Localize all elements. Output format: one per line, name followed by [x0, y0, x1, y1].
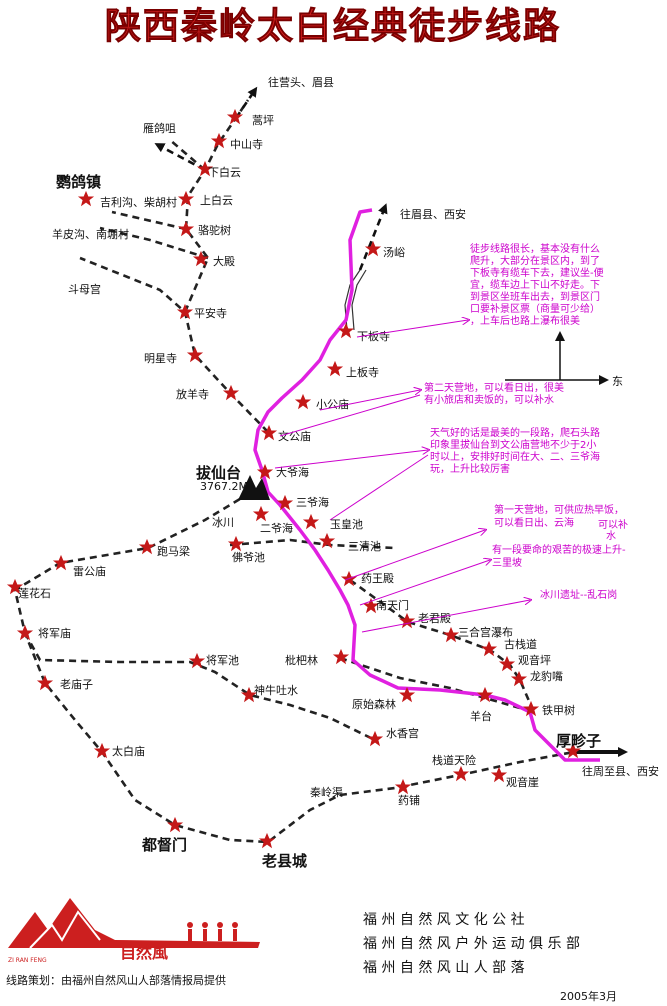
label-sanqingchi: 三清池 [348, 540, 381, 553]
label-luotuoshu: 骆驼树 [198, 223, 231, 237]
label-shenniu: 神牛吐水 [254, 683, 298, 697]
label-dadian: 大殿 [213, 254, 235, 268]
label-zhandao: 栈道天险 [432, 753, 476, 767]
organisations: 福 州 自 然 风 文 化 公 社 福 州 自 然 风 户 外 运 动 俱 乐 … [363, 911, 580, 976]
logo-pinyin: ZI RAN FENG [8, 957, 47, 964]
logo-name: 自然風 [120, 943, 168, 962]
annotations: 徒步线路很长，基本没有什么 爬升，大部分在景区内，到了 下板寺有缆车下去，建议坐… [424, 242, 631, 601]
org-line-2: 福 州 自 然 风 户 外 运 动 俱 乐 部 [363, 935, 580, 952]
logo-mountain-icon [8, 898, 260, 948]
label-xiaogongmiao: 小公庙 [316, 397, 349, 411]
note-6: 冰川遗址--乱石岗 [540, 588, 617, 601]
note-1: 徒步线路很长，基本没有什么 爬升，大部分在景区内，到了 下板寺有缆车下去，建议坐… [470, 242, 607, 327]
label-jiligou: 吉利沟、柴胡村 [100, 195, 177, 209]
label-gaoping: 蒿坪 [252, 114, 274, 127]
label-shangbansi: 上板寺 [346, 365, 379, 379]
label-leigongmiao: 雷公庙 [73, 564, 106, 578]
label-guanyinya: 观音崖 [506, 775, 539, 789]
label-laoxiancheng: 老县城 [261, 852, 307, 870]
hikers-icon [187, 922, 238, 941]
label-yaowangdian: 药王殿 [361, 572, 394, 585]
label-mingxingsi: 明星寺 [144, 352, 177, 365]
credit-text: 线路策划：由福州自然风山人部落情报局提供 [6, 973, 226, 987]
label-qinlingqu: 秦岭渠 [310, 785, 343, 799]
label-dayehai: 大爷海 [276, 465, 309, 479]
label-paomaliang: 跑马梁 [157, 544, 190, 558]
note-5: 有一段要命的艰苦的极速上升- 三里坡 [492, 543, 629, 569]
org-line-1: 福 州 自 然 风 文 化 公 社 [363, 911, 525, 928]
label-pipalin: 枇杷林 [285, 653, 318, 667]
label-zhongshansi: 中山寺 [230, 138, 263, 151]
label-guanyinping: 观音坪 [518, 653, 551, 667]
note-4b: 可以补 水 [598, 518, 631, 542]
label-dudumen: 都督门 [141, 836, 187, 854]
label-tiejiacun: 铁甲树 [542, 703, 575, 717]
label-sanhegong: 三合宫瀑布 [458, 625, 513, 639]
label-tangyu: 汤峪 [383, 245, 405, 259]
label-eryehai: 二爷海 [260, 521, 293, 535]
label-yingtou: 往营头、眉县 [268, 75, 334, 89]
label-zhouzhi: 往周至县、西安 [582, 764, 659, 778]
label-jiangjunchi: 将军池 [206, 654, 239, 667]
map-title: 陕西秦岭太白经典徒步线路 [105, 6, 561, 47]
note-pointers [274, 320, 530, 633]
date-text: 2005年3月 [560, 989, 617, 1003]
label-fangyangsi: 放羊寺 [176, 387, 209, 401]
label-elevation: 3767.2M [200, 480, 248, 493]
label-xiabaiyun: 下白云 [208, 165, 241, 179]
note-4: 第一天营地，可供应热早饭， 可以看日出、云海 [494, 503, 627, 529]
label-lianhuashi: 莲花石 [18, 587, 51, 600]
label-xiabansi: 下板寺 [357, 329, 390, 343]
arrow-meixian [358, 203, 388, 271]
label-foyechi: 佛爷池 [232, 550, 265, 564]
label-yuanshisenlin: 原始森林 [352, 697, 396, 711]
main-route [253, 208, 600, 762]
label-yangtai: 羊台 [470, 709, 492, 723]
label-yangpigou: 羊皮沟、南堋村 [52, 227, 129, 241]
label-baxiantai: 拔仙台 [196, 464, 241, 482]
summit-mountain-icon [238, 475, 270, 500]
label-sanyehai: 三爷海 [296, 495, 329, 509]
logo: 自然風 ZI RAN FENG [8, 898, 260, 964]
label-doumugong: 斗母宫 [68, 282, 101, 296]
note-2: 第二天营地，可以看日出，很美 有小旅店和卖饭的，可以补水 [424, 381, 567, 406]
label-pinganssi: 平安寺 [194, 306, 227, 320]
label-wengongmiao: 文公庙 [278, 429, 311, 443]
arrow-yanguzui [154, 143, 206, 172]
label-taibaimiao: 太白庙 [112, 744, 145, 758]
label-laomiaozi: 老庙子 [60, 677, 93, 691]
label-meixian: 往眉县、西安 [400, 207, 466, 221]
label-east: 东 [612, 375, 623, 388]
label-shangbaiyun: 上白云 [200, 193, 233, 207]
label-yuhuangchi: 玉皇池 [330, 517, 363, 531]
label-shuixianggong: 水香宫 [386, 726, 419, 740]
label-yaopu: 药铺 [398, 794, 420, 807]
label-jiangjunmiao: 将军庙 [38, 626, 71, 640]
place-labels: 往营头、眉县 蒿坪 中山寺 雁鸽咀 下白云 上白云 鹦鸽镇 吉利沟、柴胡村 骆驼… [18, 75, 659, 870]
label-nantianmen: 南天门 [376, 598, 409, 612]
label-houzhenzi: 厚畛子 [556, 732, 601, 750]
label-yingezhen: 鹦鸽镇 [55, 173, 101, 191]
label-yanguzui: 雁鸽咀 [143, 121, 176, 135]
label-bingchuan: 冰川 [212, 516, 234, 529]
org-line-3: 福 州 自 然 风 山 人 部 落 [363, 959, 525, 976]
note-3: 天气好的话是最美的一段路，爬石头路 印象里拔仙台到文公庙营地不少于2小 时以上，… [430, 426, 603, 475]
label-guzhandao: 古栈道 [504, 637, 537, 651]
label-longbaozui: 龙豹嘴 [530, 670, 563, 683]
arrow-yingtou [234, 86, 258, 119]
